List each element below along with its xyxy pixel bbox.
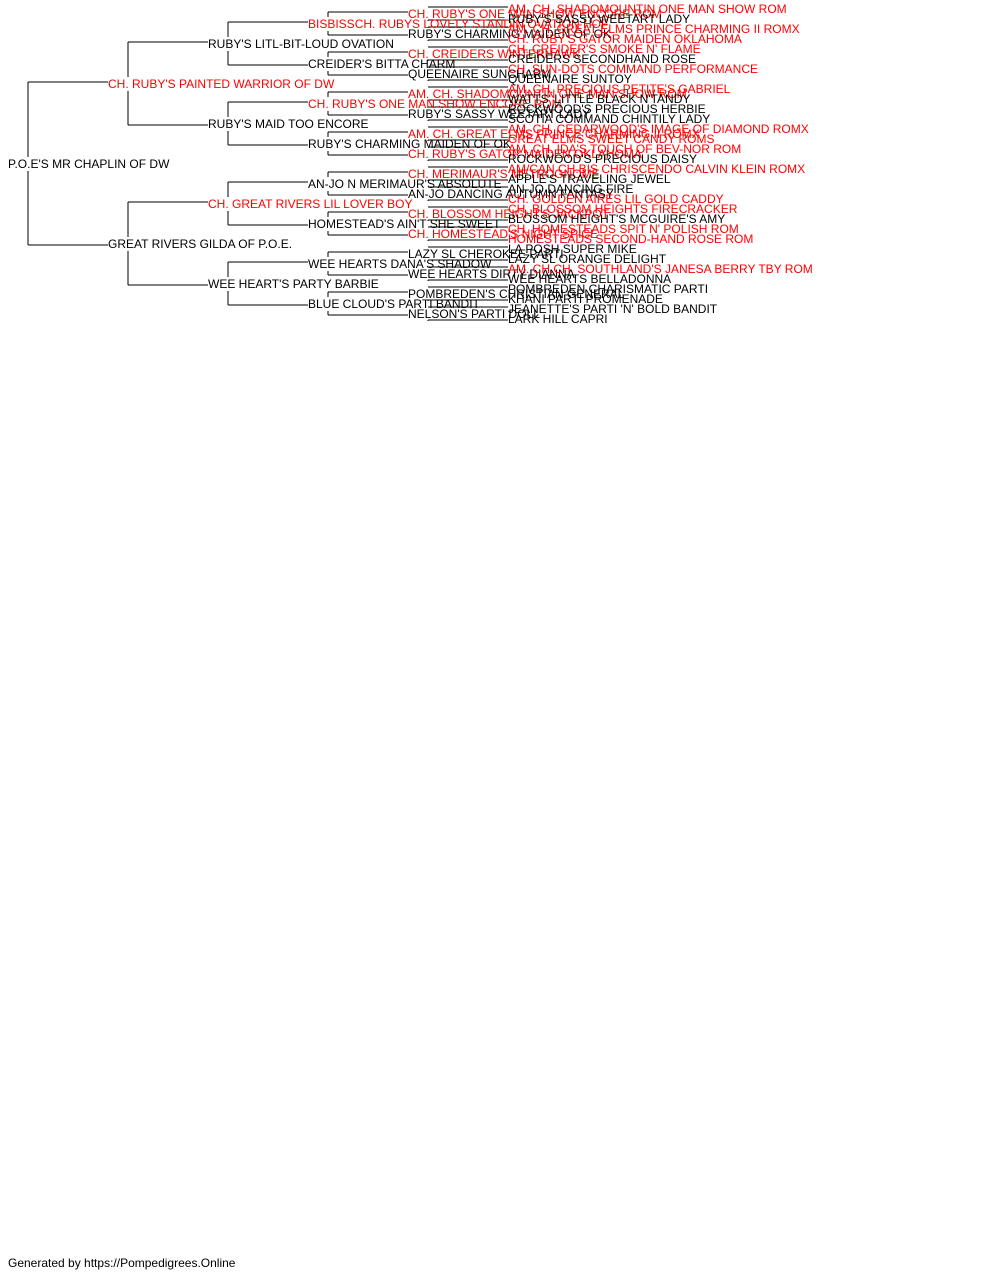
pedigree-labels: P.O.E'S MR CHAPLIN OF DW CH. RUBY'S PAINT… xyxy=(8,2,813,326)
dog-name-sire-dam-sire: CH. RUBY'S ONE MAN SHOW ENCORE ROM xyxy=(308,97,562,111)
dog-name-sire-sire-sire: BISBISSCH. RUBYS LOVELY STANDIN OVATION … xyxy=(308,17,608,31)
dog-name-dam-dam-sire-sire: LAZY SL CHEROKEE PARTI xyxy=(408,247,564,261)
dog-name-sire-sire-sire-sire-sire: AM. CH. SHADOMOUNTIN ONE MAN SHOW ROM xyxy=(508,2,787,16)
dog-name-sire-dam-dam-sire-sire: AM. CH. CEDARWOOD'S IMAGE OF DIAMOND ROM… xyxy=(508,122,809,136)
dog-name-sire-dam-dam-sire-dam: GREAT ELMS SWEET CANDY ROMS xyxy=(508,132,714,146)
dog-name-dam-sire-dam-dam-sire: CH. HOMESTEADS SPIT N' POLISH ROM xyxy=(508,222,739,236)
dog-name-sire-sire-sire-sire: CH. RUBY'S ONE MAN SHOW ENCORE ROM xyxy=(408,7,662,21)
dog-name-dam-dam-sire-dam: WEE HEARTS DIRTY DIANNA xyxy=(408,267,575,281)
dog-name-dam: GREAT RIVERS GILDA OF P.O.E. xyxy=(108,237,292,251)
dog-name-sire-dam-sire-sire: AM. CH. SHADOMOUNTIN ONE MAN SHOW ROM xyxy=(408,87,687,101)
dog-name-dam-sire-sire-dam: AN-JO DANCING AUTUMN FANTASY xyxy=(408,187,614,201)
dog-name-sire-sire-dam-sire-dam: CREIDERS SECONDHAND ROSE xyxy=(508,52,696,66)
dog-name-dam-dam-sire-dam-dam: WEE HEARTS BELLADONNA xyxy=(508,272,671,286)
dog-name-dam-dam-dam-dam-dam: LARK HILL CAPRI xyxy=(508,312,608,326)
dog-name-sire-sire-dam-sire: CH. CREIDERS WINTERHAWK xyxy=(408,47,580,61)
dog-name-dam-sire-sire-sire-sire: AM/CAN CH.BIS CHRISCENDO CALVIN KLEIN RO… xyxy=(508,162,805,176)
dog-name-dam-dam-sire-dam-sire: AM. CH.CH. SOUTHLAND'S JANESA BERRY TBY … xyxy=(508,262,813,276)
dog-name-dam-sire-sire-sire-dam: APPLE'S TRAVELING JEWEL xyxy=(508,172,671,186)
dog-name-dam-sire-dam-sire-sire: CH. BLOSSOM HEIGHTS FIRECRACKER xyxy=(508,202,738,216)
dog-name-dam-dam-dam-sire: POMBREDEN'S CHRISTIAN GENERAL xyxy=(408,287,625,301)
dog-name-dam-dam-dam-dam: NELSON'S PARTI DOLL xyxy=(408,307,540,321)
dog-name-dam-dam-sire: WEE HEARTS DANA'S SHADOW xyxy=(308,257,492,271)
dog-name-sire-sire-sire-dam-sire: AM. CH. GREAT ELMS PRINCE CHARMING II RO… xyxy=(508,22,800,36)
dog-name-dam-sire-dam-dam-dam: HOMESTEADS SECOND-HAND ROSE ROM xyxy=(508,232,753,246)
dog-name-sire: CH. RUBY'S PAINTED WARRIOR OF DW xyxy=(108,77,335,91)
dog-name-sire-dam-sire-sire-dam: WATTS' LITTLE BLACK N'TANDY xyxy=(508,92,690,106)
dog-name-dam-sire-sire-dam-sire: AN-JO DANCING FIRE xyxy=(508,182,633,196)
dog-name-dam-dam: WEE HEART'S PARTY BARBIE xyxy=(208,277,379,291)
dog-name-sire-dam-dam-dam-dam: ROCKWOOD'S PRECIOUS DAISY xyxy=(508,152,697,166)
dog-name-sire-dam-sire-dam: RUBY'S SASSY WEETART LADY xyxy=(408,107,590,121)
dog-name-sire-dam-dam: RUBY'S CHARMING MAIDEN OF OK xyxy=(308,137,511,151)
dog-name-sire-dam-dam-dam: CH. RUBY'S GATOR MAIDEN OKLAHOMA xyxy=(408,147,642,161)
dog-name-sire-sire-dam-dam-dam: QUEENAIRE SUNTOY xyxy=(508,72,632,86)
dog-name-subject: P.O.E'S MR CHAPLIN OF DW xyxy=(8,157,170,171)
dog-name-sire-sire-dam-dam: QUEENAIRE SUNCHARM xyxy=(408,67,551,81)
dog-name-sire-sire-dam: CREIDER'S BITTA CHARM xyxy=(308,57,455,71)
dog-name-dam-dam-dam-sire-dam: KHANI PARTI PROMENADE xyxy=(508,292,663,306)
dog-name-dam-sire: CH. GREAT RIVERS LIL LOVER BOY xyxy=(208,197,413,211)
dog-name-sire-dam-sire-sire-sire: AM. CH. PRECIOUS PETITE'S GABRIEL xyxy=(508,82,731,96)
dog-name-dam-sire-dam-sire-dam: BLOSSOM HEIGHT'S MCGUIRE'S AMY xyxy=(508,212,725,226)
pedigree-connectors xyxy=(27,6,508,321)
dog-name-sire-sire-dam-sire-sire: CH. CREIDER'S SMOKE N' FLAME xyxy=(508,42,701,56)
dog-name-sire-sire-sire-dam: RUBY'S CHARMING MAIDEN OF OK xyxy=(408,27,611,41)
dog-name-dam-sire-dam-dam: CH. HOMESTEAD'S NIGHT SPICE xyxy=(408,227,598,241)
dog-name-dam-dam-dam: BLUE CLOUD'S PARTI BANDIT xyxy=(308,297,481,311)
dog-name-dam-dam-dam-sire-sire: POMBREDEN CHARISMATIC PARTI xyxy=(508,282,708,296)
dog-name-dam-sire-dam-sire: CH. BLOSSOM HEIGHT'S JACKPOT xyxy=(408,207,610,221)
dog-name-dam-dam-sire-sire-sire: LA POSH SUPER MIKE xyxy=(508,242,637,256)
dog-name-sire-sire-sire-sire-dam: RUBY'S SASSY WEETART LADY xyxy=(508,12,690,26)
dog-name-dam-sire-dam: HOMESTEAD'S AIN'T SHE SWEET xyxy=(308,217,501,231)
dog-name-sire-sire-sire-dam-dam: CH. RUBY'S GATOR MAIDEN OKLAHOMA xyxy=(508,32,742,46)
dog-name-sire-sire-dam-dam-sire: CH. SUN-DOTS COMMAND PERFORMANCE xyxy=(508,62,758,76)
dog-name-dam-dam-dam-dam-sire: JEANETTE'S PARTI 'N' BOLD BANDIT xyxy=(508,302,718,316)
dog-name-sire-dam-sire-dam-dam: SCOTIA COMMAND CHINTILY LADY xyxy=(508,112,710,126)
dog-name-sire-dam-dam-dam-sire: AM. CH. IDA'S TOUCH OF BEV-NOR ROM xyxy=(508,142,741,156)
dog-name-dam-dam-sire-sire-dam: LAZY SL ORANGE DELIGHT xyxy=(508,252,667,266)
dog-name-sire-dam-sire-dam-sire: ROCKWOOD'S PRECIOUS HERBIE xyxy=(508,102,706,116)
dog-name-sire-sire: RUBY'S LITL-BIT-LOUD OVATION xyxy=(208,37,394,51)
dog-name-dam-sire-sire: AN-JO N MERIMAUR'S ABSOLUTE xyxy=(308,177,502,191)
dog-name-sire-dam-dam-sire: AM. CH. GREAT ELMS PRINCE CHARMING II RO… xyxy=(408,127,700,141)
footer-credit: Generated by https://Pompedigrees.Online xyxy=(8,1256,236,1270)
dog-name-dam-sire-sire-dam-dam: CH. GOLDEN AIRES LIL GOLD CADDY xyxy=(508,192,724,206)
dog-name-dam-sire-sire-sire: CH. MERIMAUR'S METROGNOME xyxy=(408,167,600,181)
dog-name-sire-dam: RUBY'S MAID TOO ENCORE xyxy=(208,117,369,131)
